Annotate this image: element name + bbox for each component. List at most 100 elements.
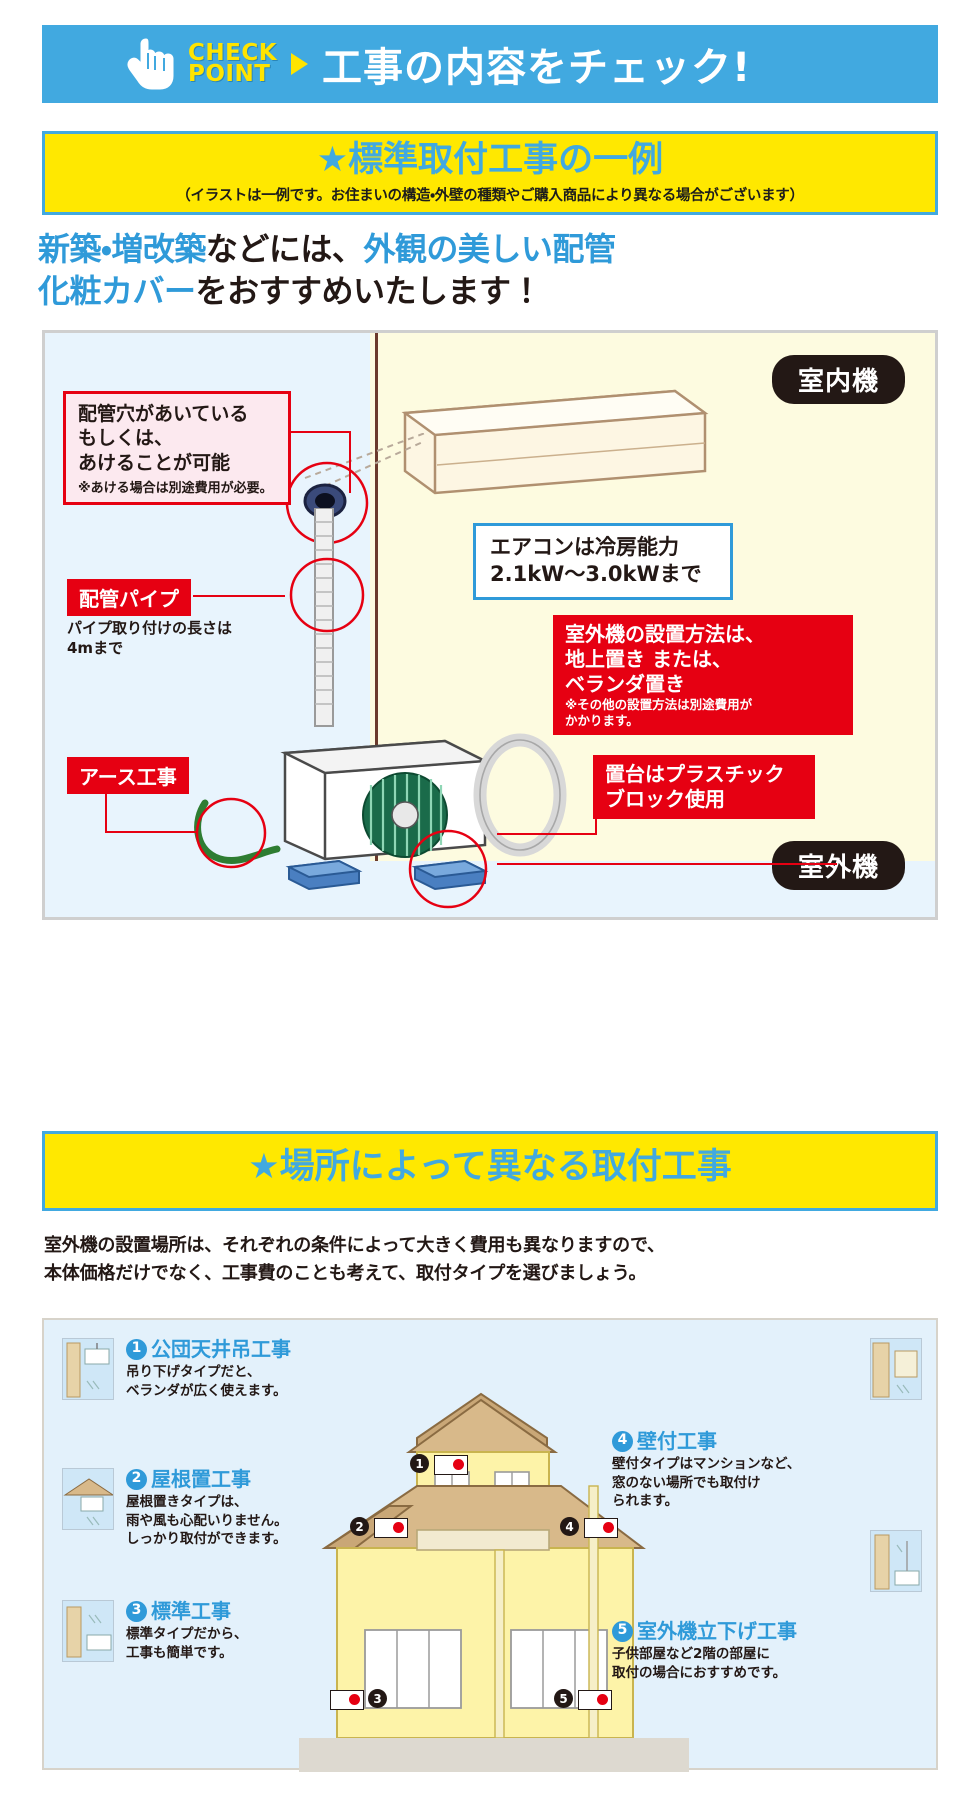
house-marker-1 xyxy=(434,1455,468,1475)
pipe-note-line2: 4mまで xyxy=(67,639,124,657)
install-type-1-desc-line1: 吊り下げタイプだと、 xyxy=(126,1364,261,1380)
earth-label: アース工事 xyxy=(67,757,189,794)
earth-highlight-circle xyxy=(195,797,267,869)
install-type-4-number: 4 xyxy=(612,1430,633,1452)
install-type-2-desc-line2: 雨や風も心配いりません。 xyxy=(126,1512,288,1529)
install-type-4-header: 4 壁付工事 xyxy=(612,1430,867,1452)
install-type-5-desc: 子供部屋など2階の部屋に 取付の場合におすすめです。 xyxy=(612,1645,882,1682)
install-type-5-title: 室外機立下げ工事 xyxy=(637,1619,797,1643)
install-type-2-number: 2 xyxy=(126,1468,147,1490)
indoor-unit-drawing xyxy=(401,389,709,495)
install-type-2: 2 屋根置工事 屋根置きタイプは、 雨や風も心配いりません。 しっかり取付ができ… xyxy=(126,1468,381,1549)
leader-line-pipe xyxy=(193,595,285,597)
leader-line-earth-h xyxy=(105,831,197,833)
section1-title-box: ★標準取付工事の一例 （イラストは一例です。お住まいの構造・外壁の種類やご購入商… xyxy=(42,131,938,215)
check-point-banner: CHECK POINT 工事の内容をチェック! xyxy=(42,25,938,103)
section1-subtitle: （イラストは一例です。お住まいの構造・外壁の種類やご購入商品により異なる場合がご… xyxy=(176,188,804,204)
section2-paragraph: 室外機の設置場所は、それぞれの条件によって大きく費用も異なりますので、 本体価格… xyxy=(44,1232,944,1288)
wall-mount-thumbnail xyxy=(870,1338,922,1400)
house-marker-5 xyxy=(578,1690,612,1710)
install-type-1: 1 公団天井吊工事 吊り下げタイプだと、 ベランダが広く使えます。 xyxy=(126,1338,381,1400)
lead-line2-a: 化粧カバー xyxy=(38,272,196,311)
install-type-3-desc-line2: 工事も簡単です。 xyxy=(126,1644,233,1661)
outdoor-line3: ベランダ置き xyxy=(565,671,685,696)
capacity-info-box: エアコンは冷房能力 2.1kW〜3.0kWまで xyxy=(473,523,733,600)
install-type-1-number: 1 xyxy=(126,1338,147,1360)
banner-title: 工事の内容をチェック! xyxy=(322,45,752,91)
lead-copy: 新築・増改築などには、外観の美しい配管 化粧カバーをおすすめいたします！ xyxy=(38,228,948,312)
install-type-4: 4 壁付工事 壁付タイプはマンションなど、 窓のない場所でも取付け られます。 xyxy=(612,1430,867,1511)
install-type-3-number: 3 xyxy=(126,1600,147,1622)
standard-thumbnail xyxy=(62,1600,114,1662)
install-type-4-desc-line1: 壁付タイプはマンションなど、 xyxy=(612,1456,801,1472)
install-type-3: 3 標準工事 標準タイプだから、 工事も簡単です。 xyxy=(126,1600,381,1662)
house-marker-num-5: 5 xyxy=(554,1689,573,1708)
block-line2: ブロック使用 xyxy=(605,786,725,811)
outdoor-unit-drawing xyxy=(280,739,490,861)
install-type-3-header: 3 標準工事 xyxy=(126,1600,381,1622)
house-marker-num-1: 1 xyxy=(410,1454,429,1473)
install-type-2-header: 2 屋根置工事 xyxy=(126,1468,381,1490)
block-highlight-circle xyxy=(408,829,488,909)
pipe-label: 配管パイプ xyxy=(67,579,191,616)
para-line1: 室外機の設置場所は、それぞれの条件によって大きく費用も異なりますので、 xyxy=(44,1235,665,1256)
install-type-3-desc-line1: 標準タイプだから、 xyxy=(126,1626,248,1642)
install-type-4-title: 壁付工事 xyxy=(637,1429,717,1453)
section2-title-box: ★場所によって異なる取付工事 xyxy=(42,1131,938,1211)
install-type-1-header: 1 公団天井吊工事 xyxy=(126,1338,381,1360)
leader-line-hole-v xyxy=(349,431,351,493)
lead-line2-b: をおすすめいたします！ xyxy=(195,272,543,311)
install-type-3-desc: 標準タイプだから、 工事も簡単です。 xyxy=(126,1625,381,1662)
roof-mount-thumbnail xyxy=(62,1468,114,1530)
block-info-box: 置台はプラスチック ブロック使用 xyxy=(593,755,815,819)
install-type-5-desc-line2: 取付の場合におすすめです。 xyxy=(612,1664,787,1681)
install-type-1-desc-line2: ベランダが広く使えます。 xyxy=(126,1382,287,1399)
leader-line-outdoor-pill xyxy=(497,863,837,865)
indoor-unit-label: 室内機 xyxy=(771,355,905,404)
pipe-hole-callout: 配管穴があいている もしくは、 あけることが可能 ※あける場合は別途費用が必要。 xyxy=(63,391,291,505)
pointing-hand-icon xyxy=(120,33,182,95)
callout-line3: あけることが可能 xyxy=(78,451,231,474)
install-type-5-header: 5 室外機立下げ工事 xyxy=(612,1620,882,1642)
pipe-note-line1: パイプ取り付けの長さは xyxy=(67,619,233,637)
install-type-2-desc: 屋根置きタイプは、 雨や風も心配いりません。 しっかり取付ができます。 xyxy=(126,1493,381,1549)
install-type-1-title: 公団天井吊工事 xyxy=(151,1337,291,1361)
plastic-blocks-drawing xyxy=(285,859,489,891)
outdoor-note1: ※その他の設置方法は別途費用が xyxy=(565,697,753,713)
install-type-4-desc-line3: られます。 xyxy=(612,1493,679,1510)
leader-line-block-v xyxy=(595,803,597,835)
lead-line1-c: 外観の美しい配管 xyxy=(363,230,616,268)
callout-note: ※あける場合は別途費用が必要。 xyxy=(78,480,273,496)
block-line1: 置台はプラスチック xyxy=(605,762,785,786)
install-type-4-desc: 壁付タイプはマンションなど、 窓のない場所でも取付け られます。 xyxy=(612,1455,867,1511)
lead-line1-a: 新築・増改築 xyxy=(38,230,206,268)
wall-edge-line xyxy=(375,333,378,917)
install-types-panel: 1 2 3 4 5 xyxy=(42,1318,938,1772)
check-point-text: CHECK POINT xyxy=(188,39,278,87)
section1-title: ★標準取付工事の一例 xyxy=(316,140,664,180)
outdoor-note2: かかります。 xyxy=(565,713,639,729)
outdoor-install-box: 室外機の設置方法は、 地上置き または、 ベランダ置き ※その他の設置方法は別途… xyxy=(553,615,853,736)
coiled-pipe-drawing xyxy=(473,733,567,857)
install-type-2-desc-line1: 屋根置きタイプは、 xyxy=(126,1494,248,1510)
house-marker-2 xyxy=(374,1518,408,1538)
lead-line1-b: などには、 xyxy=(205,230,364,268)
house-marker-3 xyxy=(330,1690,364,1710)
section2-title: ★場所によって異なる取付工事 xyxy=(248,1147,732,1187)
installation-illustration: 室内機 室外機 配管穴があいている もしくは、 あけることが可能 ※あける場合は… xyxy=(42,330,938,920)
install-type-5: 5 室外機立下げ工事 子供部屋など2階の部屋に 取付の場合におすすめです。 xyxy=(612,1620,882,1682)
install-type-4-desc-line2: 窓のない場所でも取付け xyxy=(612,1474,761,1491)
install-type-5-number: 5 xyxy=(612,1620,633,1642)
house-marker-num-3: 3 xyxy=(368,1689,387,1708)
install-type-5-desc-line1: 子供部屋など2階の部屋に xyxy=(612,1646,770,1662)
house-marker-4 xyxy=(584,1518,618,1538)
outdoor-unit-label: 室外機 xyxy=(771,841,905,890)
check-word: CHECK xyxy=(188,39,278,66)
pipe-drawing xyxy=(314,508,334,727)
outdoor-line2: 地上置き または、 xyxy=(565,646,732,671)
callout-line2: もしくは、 xyxy=(78,427,174,450)
leader-line-block xyxy=(497,833,597,835)
point-word: POINT xyxy=(188,61,271,87)
house-marker-num-4: 4 xyxy=(560,1517,579,1536)
